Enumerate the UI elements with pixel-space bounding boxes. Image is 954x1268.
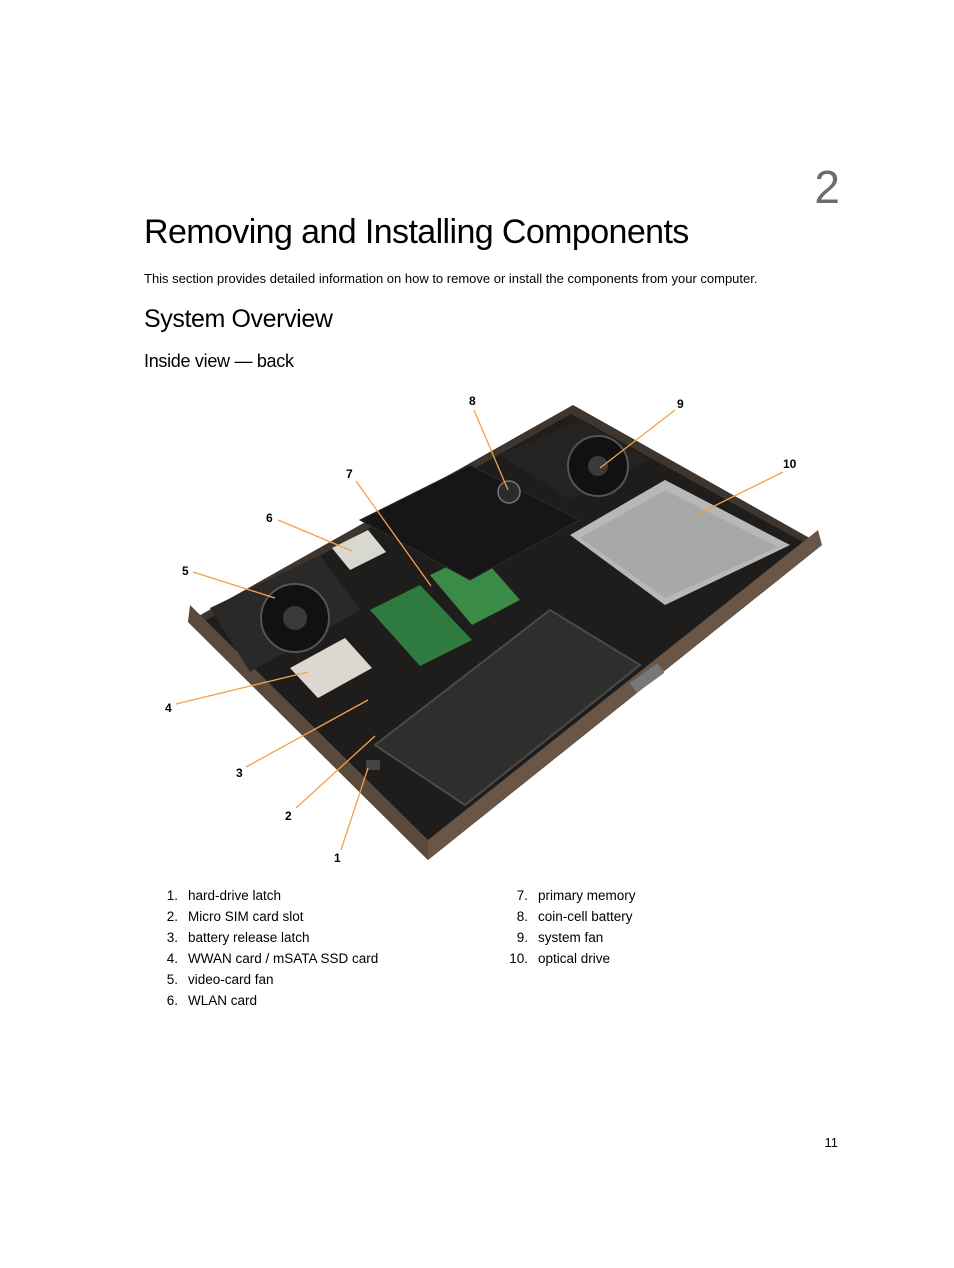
intro-paragraph: This section provides detailed informati… bbox=[144, 271, 758, 286]
list-item: 4.WWAN card / mSATA SSD card bbox=[166, 951, 379, 966]
laptop-illustration bbox=[188, 405, 822, 860]
callout-4: 4 bbox=[165, 701, 172, 715]
list-item: 6.WLAN card bbox=[166, 993, 258, 1008]
component-list-right: 7.primary memory 8.coin-cell battery 9.s… bbox=[500, 886, 636, 970]
list-item: 3.battery release latch bbox=[166, 930, 310, 945]
callout-1: 1 bbox=[334, 851, 341, 865]
list-item: 1.hard-drive latch bbox=[166, 888, 282, 903]
callout-6: 6 bbox=[266, 511, 273, 525]
callout-7: 7 bbox=[346, 467, 353, 481]
callout-9: 9 bbox=[677, 397, 684, 411]
chapter-number: 2 bbox=[814, 161, 840, 213]
list-item: 2.Micro SIM card slot bbox=[166, 909, 304, 924]
list-item: 8.coin-cell battery bbox=[516, 909, 633, 924]
laptop-inside-view-figure: 1 2 3 4 5 6 7 8 9 10 bbox=[165, 394, 822, 865]
list-item: 9.system fan bbox=[516, 930, 604, 945]
callout-3: 3 bbox=[236, 766, 243, 780]
section-title: System Overview bbox=[144, 305, 333, 333]
page-title: Removing and Installing Components bbox=[144, 213, 689, 251]
callout-5: 5 bbox=[182, 564, 189, 578]
callout-leader-lines bbox=[175, 409, 784, 851]
component-list-left: 1.hard-drive latch 2.Micro SIM card slot… bbox=[150, 886, 379, 1012]
callout-10: 10 bbox=[783, 457, 797, 471]
callout-2: 2 bbox=[285, 809, 292, 823]
list-item: 7.primary memory bbox=[516, 888, 636, 903]
callout-8: 8 bbox=[469, 394, 476, 408]
list-item: 5.video-card fan bbox=[166, 972, 274, 987]
subsection-title: Inside view — back bbox=[144, 351, 294, 371]
list-item: 10.optical drive bbox=[509, 951, 611, 966]
page-number: 11 bbox=[824, 1135, 839, 1150]
